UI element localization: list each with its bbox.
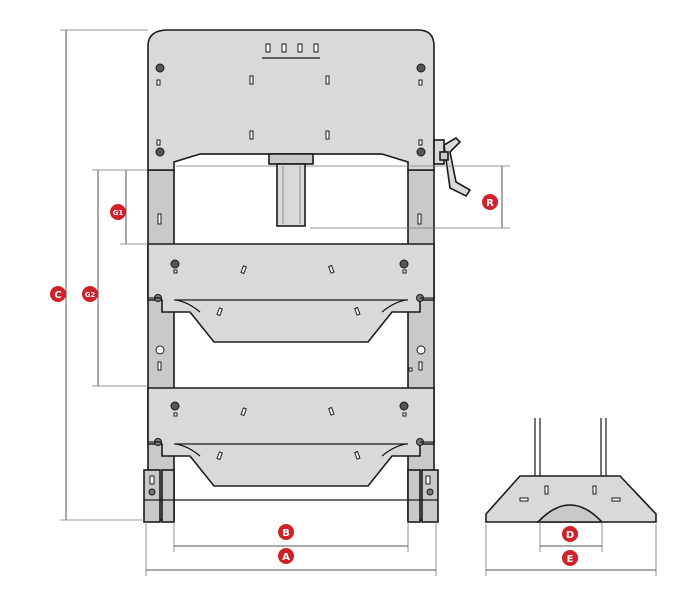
press-side-view-base bbox=[485, 418, 657, 523]
upright-holes bbox=[155, 213, 426, 372]
label-A-badge: A bbox=[278, 548, 294, 564]
pump-handle bbox=[433, 136, 472, 198]
label-C-badge: C bbox=[50, 286, 66, 302]
feet bbox=[143, 469, 439, 523]
dimension-lines bbox=[60, 29, 657, 576]
left-upright bbox=[147, 169, 175, 521]
label-G2: G2 bbox=[85, 291, 96, 299]
label-R-badge: R bbox=[482, 194, 498, 210]
label-E: E bbox=[567, 554, 574, 565]
label-E-badge: E bbox=[562, 550, 578, 566]
press-front-view bbox=[143, 29, 472, 523]
label-G2-badge: G2 bbox=[82, 286, 98, 302]
label-G1: G1 bbox=[113, 209, 124, 217]
ram-cylinder bbox=[268, 153, 314, 227]
label-D-badge: D bbox=[562, 526, 578, 542]
top-head-plate bbox=[147, 29, 435, 171]
label-A: A bbox=[282, 552, 290, 563]
label-B-badge: B bbox=[278, 524, 294, 540]
upper-press-bed bbox=[147, 243, 435, 343]
label-R: R bbox=[486, 198, 494, 209]
label-B: B bbox=[282, 528, 290, 539]
label-C: C bbox=[54, 290, 61, 301]
lower-press-bed bbox=[147, 387, 435, 487]
label-D: D bbox=[566, 530, 574, 541]
top-slots bbox=[249, 43, 330, 140]
head-bolts bbox=[155, 63, 426, 157]
label-G1-badge: G1 bbox=[110, 204, 126, 220]
